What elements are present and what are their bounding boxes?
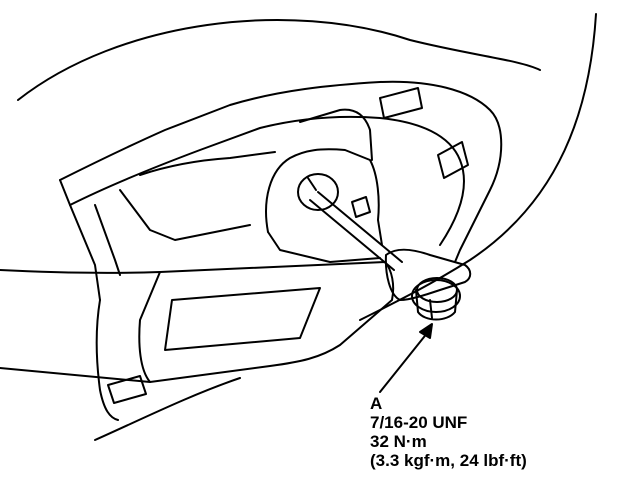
bolt-head [415,289,458,321]
hinge-bracket [265,148,383,246]
body-contour-top [17,19,541,101]
hinge-bracket-side [267,231,381,263]
slot-mid-right [437,141,469,179]
callout-arrowhead [419,323,433,339]
bracket-square-hole [351,196,371,218]
bolt-head-top [416,277,458,303]
pivot-slot [307,177,317,191]
hinge-arm [0,261,395,383]
callout-torque-nm: 32 N·m [370,432,427,451]
bolt-hex-edge [429,299,433,319]
slot-top-right [379,87,423,119]
housing-left-wall [59,179,101,301]
body-contour-right [359,13,597,321]
hinge-rod-lower [309,199,395,271]
housing-left-wall-inner [94,204,121,276]
bolt-a[interactable] [411,277,461,321]
hinge-rod [317,191,403,263]
callout-leader-line [379,331,429,393]
hinge-housing [59,80,503,263]
lower-left-slot [107,375,147,404]
bolt-tab [384,248,472,301]
hinge-pivot-hole [297,173,339,211]
housing-step [119,189,251,241]
callout-thread-spec: 7/16-20 UNF [370,413,468,432]
hinge-housing-inner [69,115,465,246]
arm-recess [164,287,321,351]
housing-step-2 [139,151,276,176]
hinge-bracket-rear [299,108,373,161]
arm-bottom-curve [95,299,119,421]
bolt-flange [411,279,461,313]
lower-body-line [94,377,241,441]
callout-torque-alt: (3.3 kgf·m, 24 lbf·ft) [370,451,527,470]
callout-label: A [370,394,383,413]
bolt-callout: A 7/16-20 UNF 32 N·m (3.3 kgf·m, 24 lbf·… [370,394,527,470]
hinge-arm-lower-edge [0,367,151,383]
